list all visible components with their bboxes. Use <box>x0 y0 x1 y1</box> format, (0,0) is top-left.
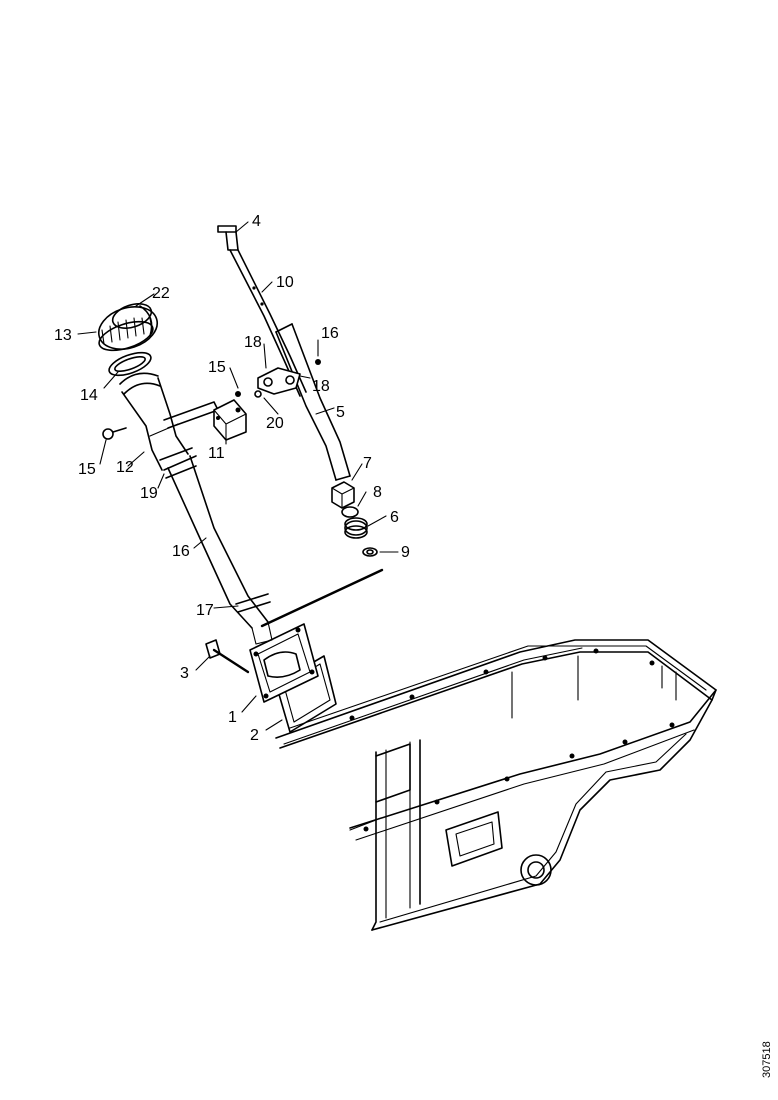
callout-13: 13 <box>54 327 72 344</box>
nut-16-right <box>315 359 321 365</box>
callout-16-right: 16 <box>321 325 339 342</box>
dipstick-handle-4 <box>217 225 239 251</box>
washer-8 <box>341 506 359 518</box>
filler-flange-assembly <box>249 623 337 733</box>
oil-pan <box>275 639 717 931</box>
guide-tube-5 <box>275 323 351 481</box>
bracket-11 <box>213 399 247 441</box>
callout-15: 15 <box>78 461 96 478</box>
callout-3: 3 <box>180 665 189 682</box>
callout-1: 1 <box>228 709 237 726</box>
seal-6 <box>344 517 368 539</box>
washer-21 <box>254 390 262 398</box>
callout-2: 2 <box>250 727 259 744</box>
nut-16-left <box>235 391 241 397</box>
callout-6: 6 <box>390 509 399 526</box>
callout-20-left: 19 <box>140 485 158 502</box>
filler-tube-17 <box>159 447 273 645</box>
callout-11: 11 <box>208 445 225 462</box>
seal-ring-14 <box>108 351 152 377</box>
dipstick-lower-tube <box>260 568 384 628</box>
callout-labels: 4 10 16 18 18 20 5 7 8 6 9 15 11 13 22 1… <box>54 213 410 744</box>
callout-9: 9 <box>401 544 410 561</box>
callout-20-right: 18 <box>312 378 330 395</box>
bolt-3 <box>205 639 250 674</box>
callout-19: 18 <box>244 334 262 351</box>
callout-14: 14 <box>80 387 98 404</box>
filler-pipe-12 <box>119 372 219 471</box>
callout-8: 8 <box>373 484 382 501</box>
nut-7 <box>331 481 355 509</box>
filler-cap-13 <box>98 303 158 352</box>
callout-18: 17 <box>196 602 214 619</box>
callout-10: 10 <box>276 274 294 291</box>
bolt-15 <box>102 427 127 440</box>
leader-lines <box>77 221 399 731</box>
washer-9 <box>362 547 378 557</box>
callout-4: 4 <box>252 213 261 230</box>
callout-17: 16 <box>172 543 190 560</box>
callout-16-left: 15 <box>208 359 226 376</box>
guide-bracket-19 <box>257 367 301 395</box>
callout-5: 5 <box>336 404 345 421</box>
catalog-number: 307518 <box>761 1041 773 1078</box>
drain-plug <box>520 854 552 886</box>
callout-22: 22 <box>152 285 170 302</box>
callout-12: 12 <box>116 459 134 476</box>
callout-21: 20 <box>266 415 284 432</box>
callout-7: 7 <box>363 455 372 472</box>
